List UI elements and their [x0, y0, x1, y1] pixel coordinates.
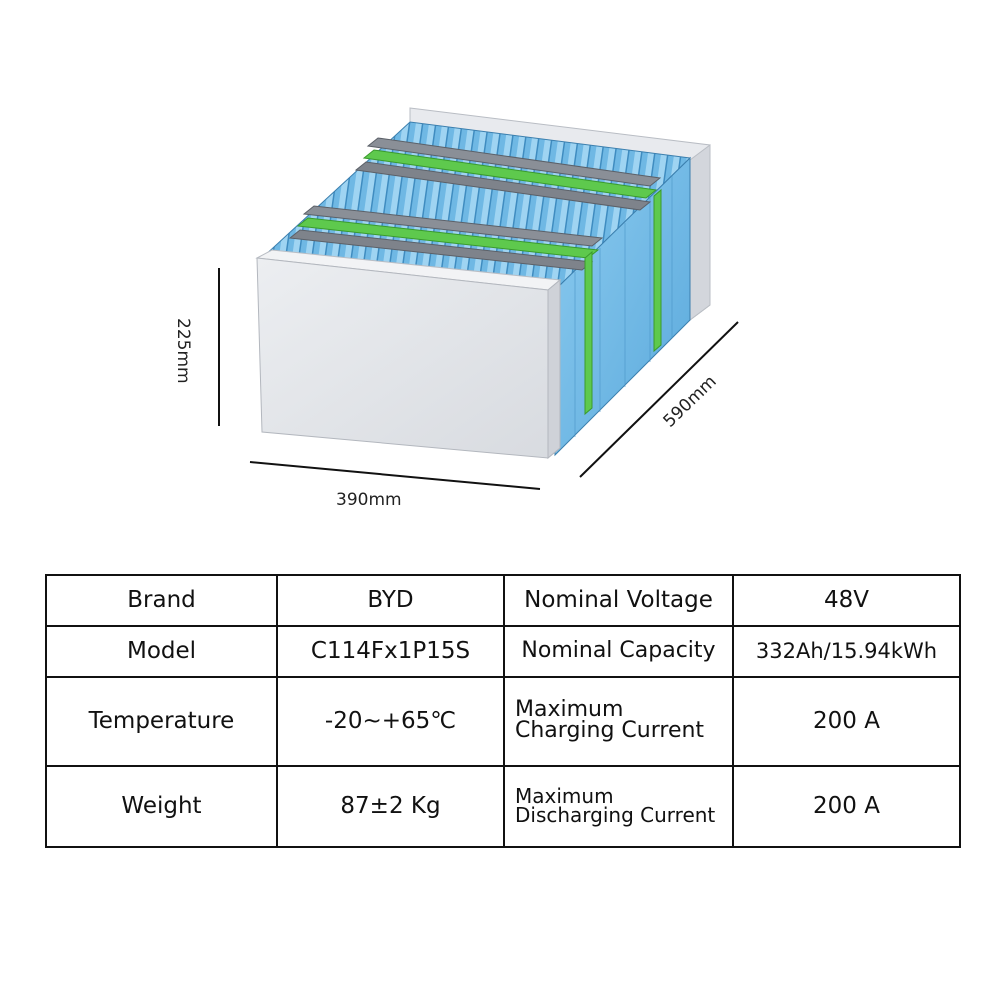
spec-label-line: Discharging Current [515, 803, 716, 828]
compression-bars [288, 137, 662, 416]
table-row: Weight 87±2 Kg Maximum Discharging Curre… [45, 764, 961, 849]
table-row: Brand BYD Nominal Voltage 48V [45, 574, 961, 627]
front-end-plate [255, 249, 562, 460]
spec-label-line: Maximum [515, 784, 614, 809]
spec-label: Temperature [45, 675, 278, 767]
battery-diagram: 225mm 390mm 590mm [173, 107, 739, 510]
spec-label-line: Charging Current [515, 718, 705, 744]
spec-value: 48V [732, 574, 961, 627]
dimension-lines [218, 268, 739, 490]
spec-label: Nominal Voltage [503, 574, 734, 627]
depth-dimension-line [579, 321, 739, 478]
width-label: 390mm [336, 490, 402, 510]
spec-value: BYD [276, 574, 505, 627]
spec-value: 87±2 Kg [276, 764, 505, 849]
spec-value: 200 A [732, 675, 961, 767]
spec-value: -20~+65℃ [276, 675, 505, 767]
spec-label: Maximum Charging Current [503, 675, 734, 767]
spec-label-line: Maximum [515, 697, 624, 723]
spec-label: Weight [45, 764, 278, 849]
depth-label: 590mm [660, 372, 721, 432]
spec-value: C114Fx1P15S [276, 624, 505, 678]
spec-value: 200 A [732, 764, 961, 849]
spec-label: Nominal Capacity [503, 624, 734, 678]
table-row: Model C114Fx1P15S Nominal Capacity 332Ah… [45, 624, 961, 678]
height-label: 225mm [173, 318, 193, 384]
width-dimension-line [249, 461, 541, 490]
spec-table: Brand BYD Nominal Voltage 48V Model C114… [45, 574, 961, 849]
spec-label: Brand [45, 574, 278, 627]
spec-value: 332Ah/15.94kWh [732, 624, 961, 678]
table-row: Temperature -20~+65℃ Maximum Charging Cu… [45, 675, 961, 767]
spec-label: Model [45, 624, 278, 678]
spec-label: Maximum Discharging Current [503, 764, 734, 849]
